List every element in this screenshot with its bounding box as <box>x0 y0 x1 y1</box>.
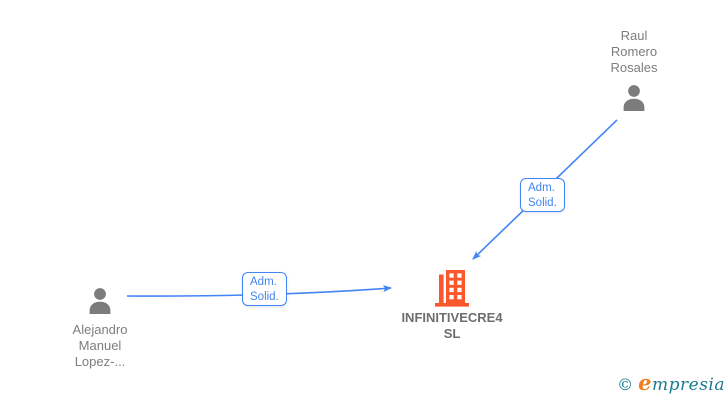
person-name: Alejandro Manuel Lopez-... <box>73 322 128 370</box>
person-icon <box>84 286 116 318</box>
person-name: Raul Romero Rosales <box>611 28 658 76</box>
person-name-line: Manuel <box>78 338 122 353</box>
edge-label-line: Solid. <box>528 197 557 209</box>
edge-label-line: Solid. <box>250 291 279 303</box>
edge-label-adm-solid-top: Adm. Solid. <box>520 178 565 212</box>
company-name-line: SL <box>443 326 461 341</box>
brand-name: empresia <box>638 370 725 395</box>
person-name-line: Alejandro <box>72 322 128 337</box>
edge-label-line: Adm. <box>250 276 277 288</box>
brand-initial: e <box>638 370 652 395</box>
node-company[interactable]: INFINITIVECRE4 SL <box>385 270 519 342</box>
brand-rest: mpresia <box>652 375 725 395</box>
person-icon <box>618 83 650 115</box>
node-person-raul[interactable]: Raul Romero Rosales <box>574 28 694 115</box>
node-person-alejandro[interactable]: Alejandro Manuel Lopez-... <box>40 286 160 370</box>
edge-label-line: Adm. <box>528 182 555 194</box>
person-name-line: Raul <box>620 28 648 43</box>
person-name-line: Romero <box>610 44 658 59</box>
company-name-line: INFINITIVECRE4 <box>401 310 503 325</box>
edge-label-adm-solid-left: Adm. Solid. <box>242 272 287 306</box>
copyright-icon: © <box>617 375 634 394</box>
building-icon <box>435 270 469 307</box>
person-name-line: Rosales <box>610 60 658 75</box>
company-name: INFINITIVECRE4 SL <box>401 310 502 342</box>
empresia-logo: © empresia <box>617 370 725 395</box>
person-name-line: Lopez-... <box>74 354 126 369</box>
